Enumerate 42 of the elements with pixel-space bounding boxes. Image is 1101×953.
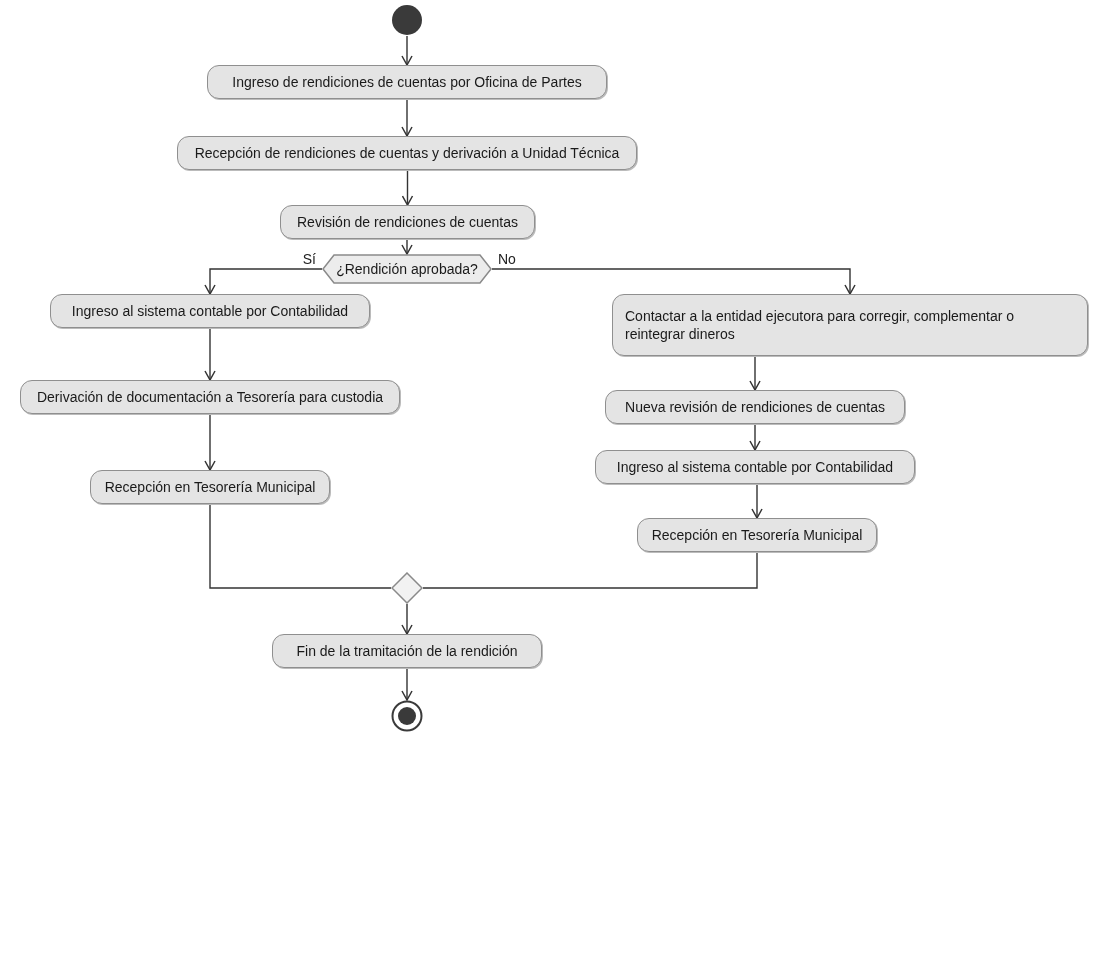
node-label: Recepción en Tesorería Municipal bbox=[650, 525, 864, 545]
activity-box bbox=[595, 450, 915, 484]
arrow bbox=[751, 483, 763, 519]
arrow bbox=[204, 268, 323, 295]
arrow bbox=[401, 238, 413, 255]
arrow bbox=[749, 423, 761, 451]
activity-box bbox=[280, 205, 535, 239]
activity-box bbox=[20, 380, 400, 414]
activity-box bbox=[207, 65, 607, 99]
arrow bbox=[749, 355, 761, 391]
arrow bbox=[204, 327, 216, 381]
node-label: Ingreso al sistema contable por Contabilidad bbox=[615, 457, 895, 477]
node-label: Contactar a la entidad ejecutora para corregir, complementar o reintegrar dineros bbox=[625, 306, 1016, 344]
end-node-circle bbox=[391, 700, 423, 732]
node-label: ¿Rendición aprobada? bbox=[336, 259, 478, 279]
node-label: Nueva revisión de rendiciones de cuentas bbox=[624, 397, 886, 417]
edge-label: No bbox=[496, 252, 518, 266]
activity-box bbox=[605, 390, 905, 424]
node-label: Recepción en Tesorería Municipal bbox=[103, 477, 317, 497]
activity-box bbox=[612, 294, 1088, 356]
activity-box bbox=[272, 634, 542, 668]
activity-box bbox=[177, 136, 637, 170]
activity-box bbox=[50, 294, 370, 328]
decision-hexagon bbox=[322, 254, 492, 284]
merge-diamond bbox=[391, 572, 423, 604]
arrow bbox=[401, 667, 413, 701]
node-label: Ingreso al sistema contable por Contabilidad bbox=[70, 301, 350, 321]
activity-box bbox=[637, 518, 877, 552]
arrow bbox=[401, 603, 413, 635]
arrow bbox=[401, 98, 413, 137]
node-label: Recepción de rendiciones de cuentas y derivación a Unidad Técnica bbox=[193, 143, 621, 163]
node-label: Ingreso de rendiciones de cuentas por Oficina de Partes bbox=[231, 72, 583, 92]
node-label: Derivación de documentación a Tesorería para custodia bbox=[35, 387, 385, 407]
arrow bbox=[204, 413, 216, 471]
edge-label: Sí bbox=[300, 252, 318, 266]
arrow bbox=[491, 268, 856, 295]
node-label: Fin de la tramitación de la rendición bbox=[295, 641, 519, 661]
activity-box bbox=[90, 470, 330, 504]
arrow bbox=[401, 35, 413, 66]
start-node-circle bbox=[391, 4, 423, 36]
arrow bbox=[401, 169, 414, 206]
node-label: Revisión de rendiciones de cuentas bbox=[296, 212, 519, 232]
